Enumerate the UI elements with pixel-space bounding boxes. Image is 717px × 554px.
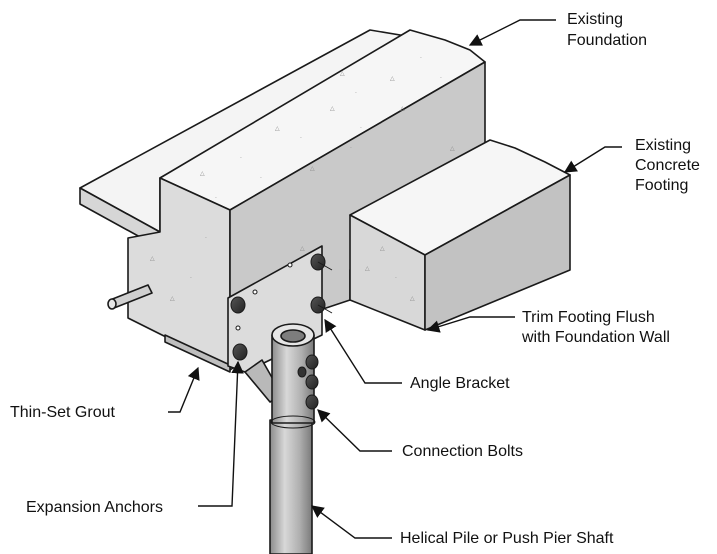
label-angle-bracket: Angle Bracket xyxy=(410,375,510,392)
svg-text:△: △ xyxy=(200,170,205,177)
label-existing-concrete-footing: Existing Concrete Footing xyxy=(635,137,704,194)
svg-text:△: △ xyxy=(410,295,415,302)
svg-text:·: · xyxy=(420,55,422,62)
bracket-bolts xyxy=(230,253,333,361)
svg-text:△: △ xyxy=(450,145,455,152)
svg-text:·: · xyxy=(260,175,262,182)
thin-set-grout-pad xyxy=(164,334,231,373)
label-expansion-anchors: Expansion Anchors xyxy=(26,499,163,516)
svg-text:·: · xyxy=(205,235,207,242)
svg-text:△: △ xyxy=(170,295,175,302)
svg-text:·: · xyxy=(395,275,397,282)
label-trim-footing: Trim Footing Flush with Foundation Wall xyxy=(521,309,670,346)
svg-text:△: △ xyxy=(400,105,405,112)
svg-text:·: · xyxy=(350,145,352,152)
svg-text:·: · xyxy=(360,125,362,132)
label-thin-set-grout: Thin-Set Grout xyxy=(10,404,115,421)
svg-text:△: △ xyxy=(330,105,335,112)
svg-text:·: · xyxy=(190,275,192,282)
svg-text:△: △ xyxy=(390,75,395,82)
svg-text:·: · xyxy=(215,195,217,202)
leader-lines xyxy=(168,19,622,539)
svg-text:△: △ xyxy=(380,245,385,252)
svg-text:△: △ xyxy=(310,165,315,172)
svg-text:△: △ xyxy=(150,255,155,262)
svg-text:·: · xyxy=(240,155,242,162)
svg-text:·: · xyxy=(440,75,442,82)
label-connection-bolts: Connection Bolts xyxy=(402,443,523,460)
pile-shaft xyxy=(269,323,316,554)
anchor-rod xyxy=(107,284,153,310)
svg-text:△: △ xyxy=(365,265,370,272)
label-existing-foundation: Existing Foundation xyxy=(567,11,647,49)
existing-concrete-footing: △ · △ △ xyxy=(349,139,571,331)
svg-text:·: · xyxy=(300,135,302,142)
svg-text:△: △ xyxy=(340,70,345,77)
svg-text:△: △ xyxy=(275,125,280,132)
label-pile-shaft: Helical Pile or Push Pier Shaft xyxy=(400,530,614,547)
svg-text:·: · xyxy=(355,90,357,97)
svg-text:△: △ xyxy=(300,245,305,252)
connection-bolts xyxy=(297,354,319,410)
